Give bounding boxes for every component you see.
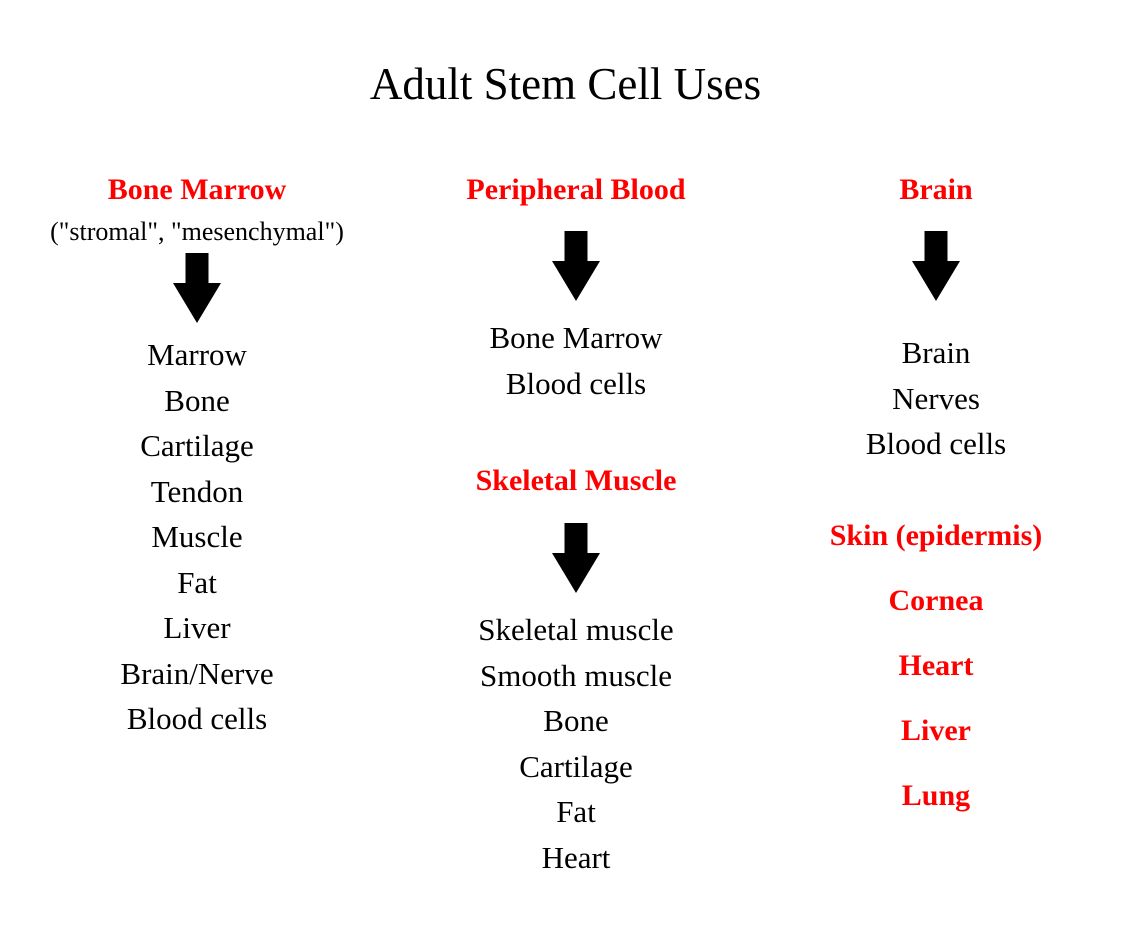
list-item: Bone	[164, 382, 230, 418]
heading-skeletal-muscle: Skeletal Muscle	[475, 464, 677, 497]
list-item: Bone	[543, 703, 609, 738]
list-item: Fat	[177, 564, 217, 600]
subtitle-bone-marrow: ("stromal", "mesenchymal")	[50, 217, 344, 246]
down-arrow-peripheral-blood	[416, 231, 736, 301]
heading-brain: Brain	[899, 173, 973, 206]
list-item: Skin (epidermis)	[829, 519, 1043, 552]
list-item: Cartilage	[140, 428, 254, 463]
list-item: Smooth muscle	[479, 657, 673, 693]
list-item: Tendon	[150, 473, 244, 509]
list-item: Heart	[898, 649, 974, 682]
list-item: Cartilage	[519, 748, 633, 784]
list-item: Nerves	[892, 380, 980, 416]
list-item: Muscle	[151, 519, 243, 554]
list-item: Skeletal muscle	[478, 612, 674, 647]
list-item: Blood cells	[505, 365, 647, 401]
list-item: Heart	[541, 839, 611, 875]
list-item: Blood cells	[126, 701, 268, 736]
list-item: Bone Marrow	[489, 320, 663, 355]
list-item: Liver	[901, 714, 971, 747]
down-arrow-brain	[776, 231, 1096, 301]
list-peripheral-blood-outputs: Bone Marrow Blood cells	[416, 315, 736, 406]
list-bone-marrow-outputs: Marrow Bone Cartilage Tendon Muscle Fat …	[22, 332, 372, 742]
list-item: Brain	[901, 335, 971, 370]
list-skeletal-muscle-outputs: Skeletal muscle Smooth muscle Bone Carti…	[416, 607, 736, 880]
list-item: Lung	[901, 779, 971, 812]
list-brain-outputs: Brain Nerves Blood cells	[776, 330, 1096, 467]
list-item: Brain/Nerve	[120, 655, 274, 691]
page-title: Adult Stem Cell Uses	[369, 59, 762, 110]
list-item: Blood cells	[865, 426, 1007, 461]
list-item: Marrow	[147, 337, 247, 372]
list-item: Fat	[556, 794, 596, 829]
heading-peripheral-blood: Peripheral Blood	[466, 173, 686, 206]
list-item: Cornea	[888, 584, 984, 617]
down-arrow-skeletal-muscle	[416, 523, 736, 593]
list-other-tissues: Skin (epidermis) Cornea Heart Liver Lung	[776, 503, 1096, 828]
heading-bone-marrow: Bone Marrow	[107, 173, 287, 206]
down-arrow-bone-marrow	[22, 253, 372, 323]
list-item: Liver	[163, 610, 231, 645]
